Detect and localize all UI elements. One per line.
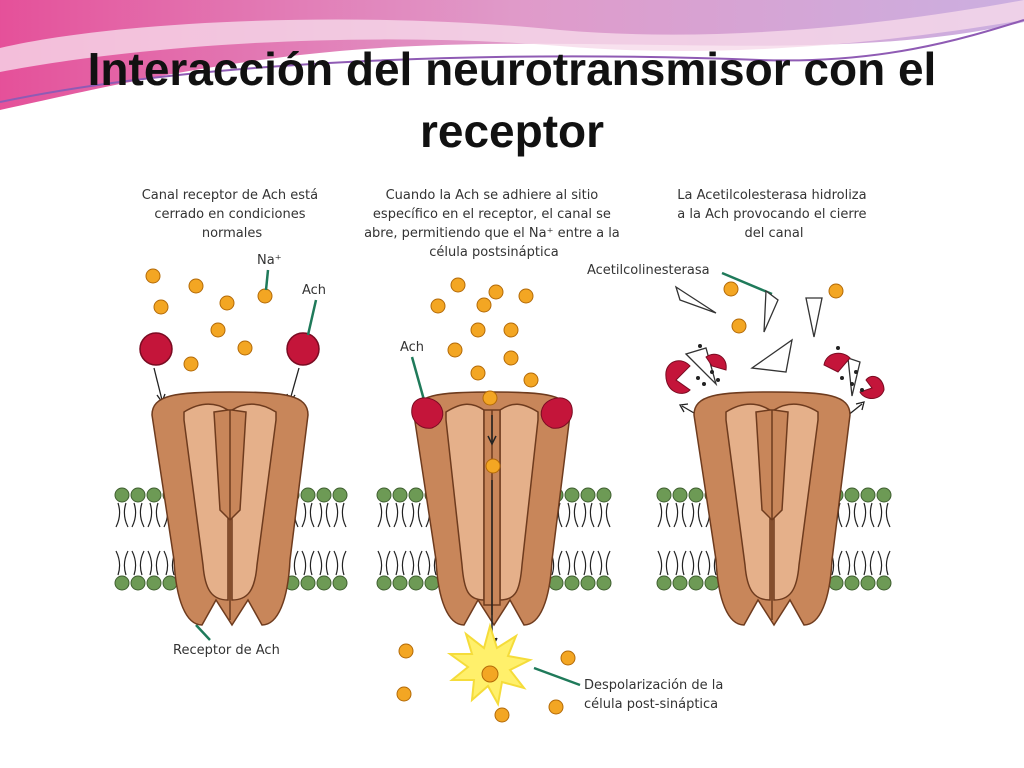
label-ach-receptor: Receptor de Ach xyxy=(173,643,280,658)
depolarization-flash xyxy=(446,622,534,707)
sodium-in-pore xyxy=(485,458,501,474)
sodium-inside xyxy=(481,665,499,683)
sodium-ions-inside xyxy=(396,643,576,723)
acetylcholine-right xyxy=(286,332,320,366)
caption-panel-1: Canal receptor de Ach está cerrado en co… xyxy=(142,188,323,241)
label-depolarization: Despolarización de la célula post-sinápt… xyxy=(584,678,728,712)
panel-open-channel: Cuando la Ach se adhiere al sitio especí… xyxy=(364,188,728,723)
header-swoosh-light xyxy=(0,0,1024,72)
hydrolysis-products xyxy=(696,344,864,392)
label-acetylcholinesterase: Acetilcolinesterasa xyxy=(587,263,710,278)
panel-closed-channel: Canal receptor de Ach está cerrado en co… xyxy=(139,188,326,658)
caption-panel-3: La Acetilcolesterasa hidroliza a la Ach … xyxy=(677,188,871,241)
label-acetylcholine-2: Ach xyxy=(400,340,424,355)
sodium-entering xyxy=(482,390,498,406)
acetylcholine-fragments xyxy=(665,352,885,399)
sodium-ions-outside xyxy=(430,277,539,388)
ach-receptor-closed xyxy=(693,391,851,627)
sodium-ions-3 xyxy=(723,281,844,334)
slide-title: Interacción del neurotransmisor con el r… xyxy=(87,43,937,157)
panel-hydrolysis: La Acetilcolesterasa hidroliza a la Ach … xyxy=(587,188,885,627)
acetylcholine-bound-left xyxy=(411,397,444,429)
caption-panel-2: Cuando la Ach se adhiere al sitio especí… xyxy=(364,188,624,260)
header-swoosh-line xyxy=(0,19,1024,103)
ach-receptor-channel xyxy=(151,391,309,627)
acetylcholine-bound-right xyxy=(540,397,573,429)
acetylcholine-left xyxy=(139,332,173,366)
label-acetylcholine: Ach xyxy=(302,283,326,298)
acetylcholinesterase-enzymes xyxy=(674,285,861,397)
label-sodium: Na⁺ xyxy=(257,253,282,268)
